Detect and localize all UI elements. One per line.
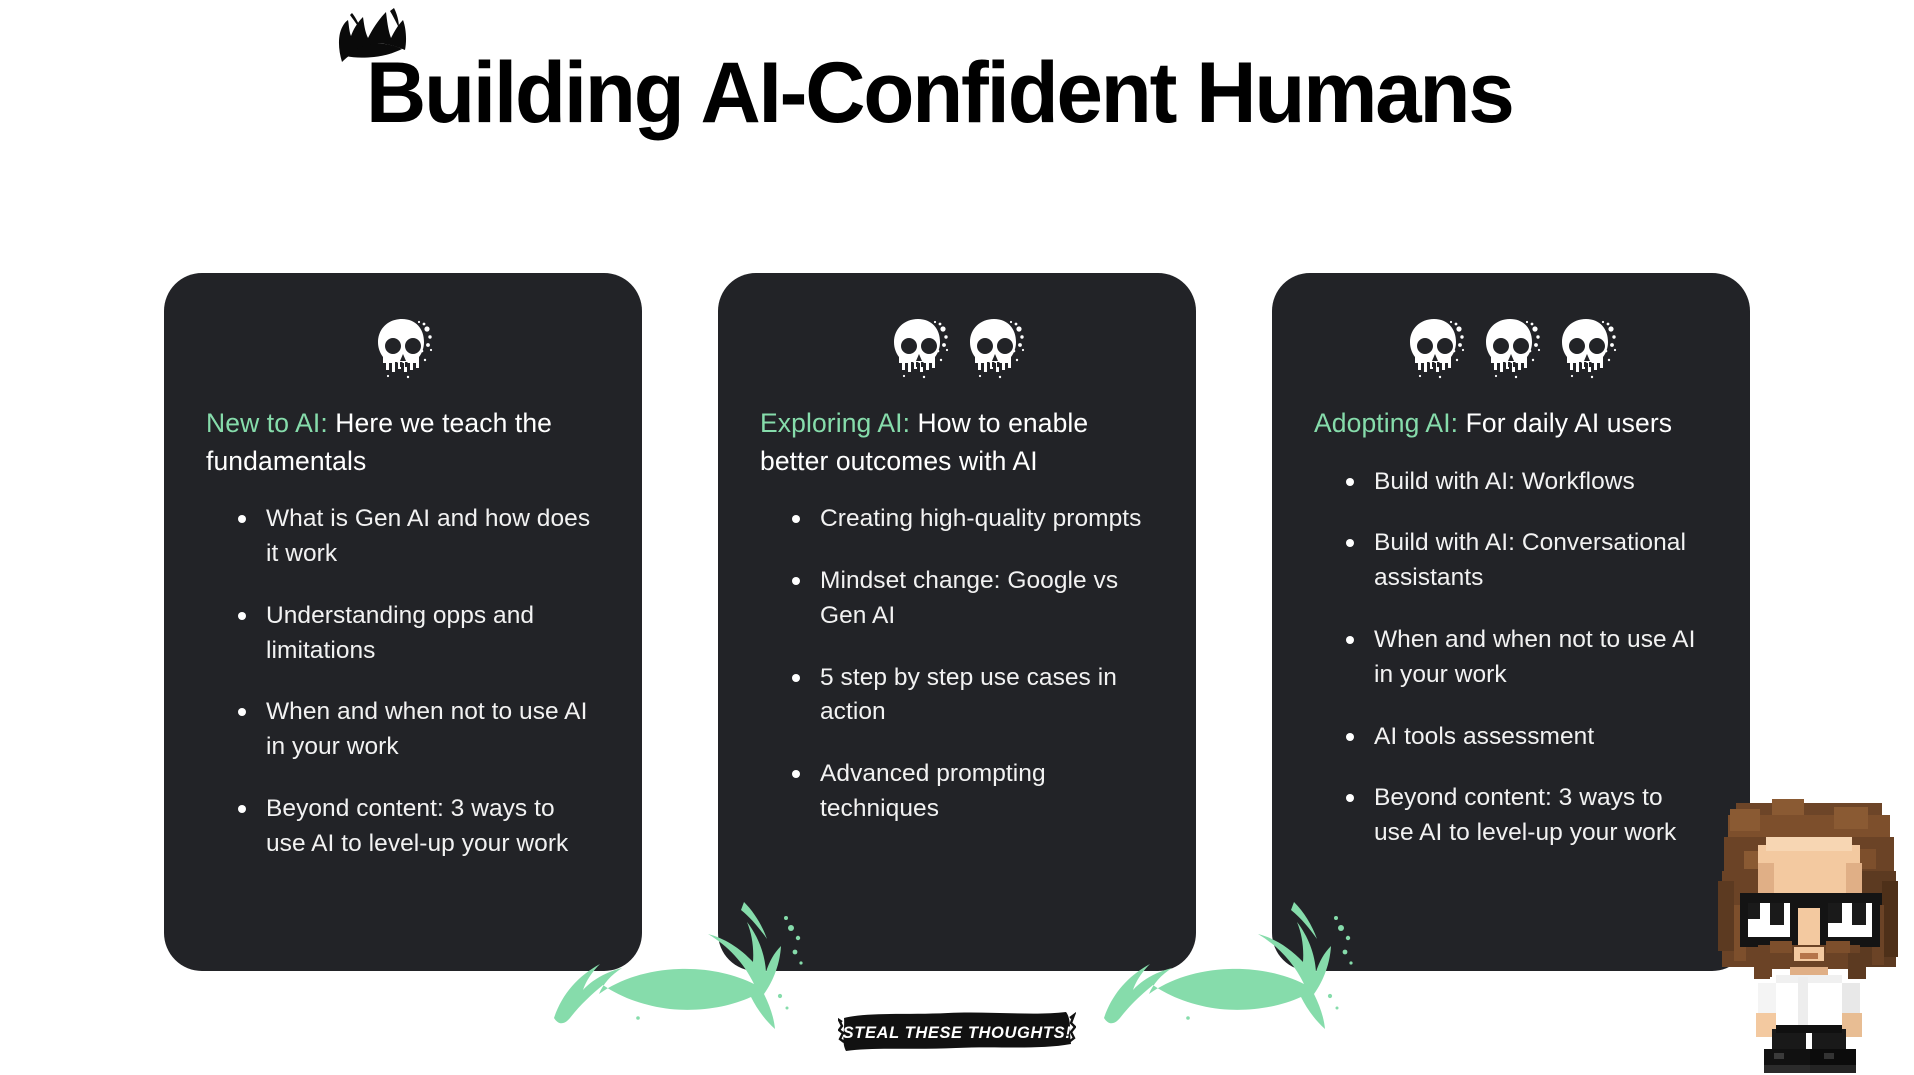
skull-icon (1404, 316, 1466, 382)
card-heading: Exploring AI: How to enable better outco… (760, 405, 1154, 480)
badge-label: STEAL THESE THOUGHTS! (843, 1024, 1072, 1042)
cards-row: New to AI: Here we teach the fundamental… (0, 273, 1914, 971)
list-item: Build with AI: Conversational assistants (1344, 526, 1708, 596)
list-item: Creating high-quality prompts (790, 502, 1154, 537)
card-bullet-list: What is Gen AI and how does it work Unde… (206, 502, 600, 861)
list-item: 5 step by step use cases in action (790, 661, 1154, 731)
glasses-icon (1740, 893, 1882, 947)
card-heading-rest: For daily AI users (1458, 408, 1673, 438)
header: Building AI-Confident Humans (0, 8, 1914, 141)
avatar (1714, 785, 1904, 1075)
avatar-shirt (1758, 975, 1860, 1033)
card-adopting-ai[interactable]: Adopting AI: For daily AI users Build wi… (1272, 273, 1750, 971)
page-title: Building AI-Confident Humans (365, 45, 1515, 141)
list-item: Beyond content: 3 ways to use AI to leve… (1344, 781, 1708, 851)
card-bullet-list: Creating high-quality prompts Mindset ch… (760, 502, 1154, 826)
list-item: What is Gen AI and how does it work (236, 502, 600, 572)
list-item: Advanced prompting techniques (790, 757, 1154, 827)
card-heading: Adopting AI: For daily AI users (1314, 405, 1708, 443)
skull-icon (888, 316, 950, 382)
avatar-shoes (1764, 1049, 1856, 1073)
card-heading-accent: Exploring AI: (760, 408, 911, 438)
skull-rating-2 (760, 307, 1154, 391)
skull-icon (964, 316, 1026, 382)
list-item: Beyond content: 3 ways to use AI to leve… (236, 792, 600, 862)
card-heading-rest: How to enable better outcomes with AI (760, 408, 1089, 476)
list-item: Understanding opps and limitations (236, 599, 600, 669)
list-item: Mindset change: Google vs Gen AI (790, 564, 1154, 634)
avatar-beard (1754, 941, 1866, 979)
skull-icon (1556, 316, 1618, 382)
card-heading-accent: Adopting AI: (1314, 408, 1459, 438)
list-item: When and when not to use AI in your work (236, 695, 600, 765)
card-heading-rest: Here we teach the fundamentals (206, 408, 553, 476)
skull-icon (372, 316, 434, 382)
card-bullet-list: Build with AI: Workflows Build with AI: … (1314, 465, 1708, 851)
skull-rating-3 (1314, 307, 1708, 391)
skull-icon (1480, 316, 1542, 382)
card-heading: New to AI: Here we teach the fundamental… (206, 405, 600, 480)
list-item: When and when not to use AI in your work (1344, 623, 1708, 693)
status-badge[interactable]: STEAL THESE THOUGHTS! (838, 1006, 1076, 1056)
avatar-arms (1756, 1013, 1862, 1037)
card-exploring-ai[interactable]: Exploring AI: How to enable better outco… (718, 273, 1196, 971)
card-new-to-ai[interactable]: New to AI: Here we teach the fundamental… (164, 273, 642, 971)
list-item: Build with AI: Workflows (1344, 465, 1708, 500)
skull-rating-1 (206, 307, 600, 391)
card-heading-accent: New to AI: (206, 408, 328, 438)
list-item: AI tools assessment (1344, 720, 1708, 755)
